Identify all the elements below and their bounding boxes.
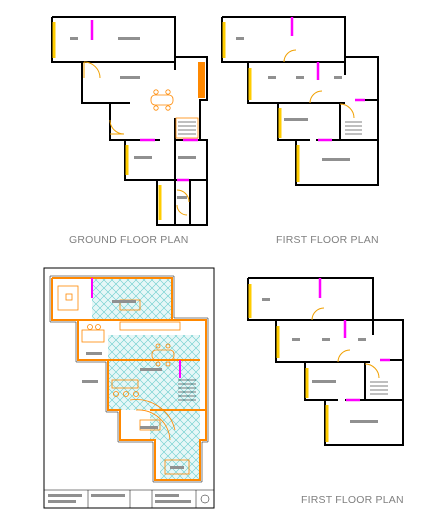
first-floor-top-windows <box>222 22 300 182</box>
first-floor-bottom-doors <box>311 307 380 379</box>
ground-floor-caption: GROUND FLOOR PLAN <box>69 234 189 246</box>
title-block <box>44 489 214 508</box>
first-floor-top-room-labels <box>236 37 350 161</box>
first-floor-plan-bottom <box>247 277 404 446</box>
sheet-partitions <box>91 278 181 378</box>
first-floor-bottom-room-labels <box>262 298 378 423</box>
first-floor-caption-top: FIRST FLOOR PLAN <box>276 234 379 246</box>
sheet-stair <box>178 379 196 401</box>
ground-floor-plan <box>51 16 208 226</box>
first-floor-bottom-stair <box>370 381 388 395</box>
first-floor-caption-bottom: FIRST FLOOR PLAN <box>301 494 404 506</box>
first-floor-plan-top <box>221 16 379 186</box>
ground-floor-furniture <box>150 89 199 139</box>
first-floor-bottom-windows <box>248 284 329 442</box>
first-floor-top-doors <box>283 49 355 119</box>
first-floor-bottom-partitions <box>318 278 390 402</box>
ground-floor-stair <box>178 121 196 135</box>
furnished-plan-sheet <box>43 267 215 509</box>
ground-floor-doors <box>83 61 190 216</box>
first-floor-top-partitions <box>290 17 365 142</box>
first-floor-top-stair <box>345 121 362 135</box>
ground-floor-windows <box>52 22 162 220</box>
ground-floor-room-labels <box>70 37 196 199</box>
sheet-furniture <box>57 285 190 475</box>
ground-floor-feature-wall <box>198 62 205 98</box>
ground-floor-partitions <box>90 20 198 182</box>
